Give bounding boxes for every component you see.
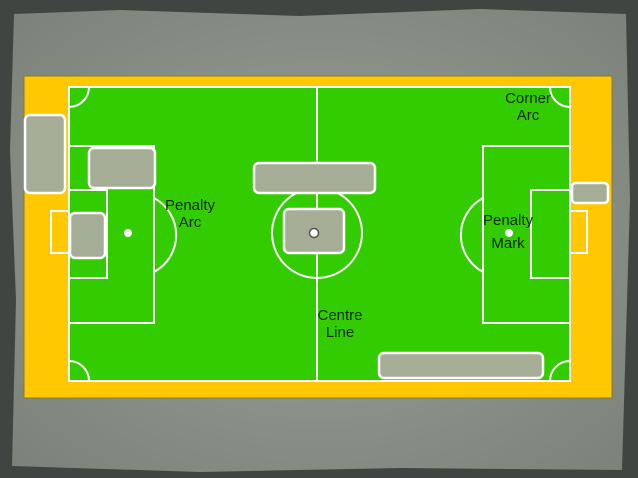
blank-label-box[interactable] [377,351,545,380]
blank-label-box[interactable] [87,146,157,190]
penalty-mark-label: Penalty [483,212,534,229]
penalty-arc-label: Penalty [165,197,216,214]
blank-label-box[interactable] [23,113,67,195]
left-penalty-arc [153,197,178,273]
right-goal [569,210,588,254]
penalty-mark-label: Mark [491,235,525,252]
centre-line-label: Line [326,324,354,341]
right-penalty-mark [505,229,513,237]
left-penalty-mark [124,229,132,237]
blank-label-box[interactable] [68,211,107,260]
blank-label-box[interactable] [570,181,610,205]
corner-arc-label: Corner [505,90,551,107]
right-penalty-arc [459,197,484,273]
penalty-arc-label: Arc [179,214,202,231]
corner-arc-br [549,360,571,382]
blank-label-boxes [23,113,610,380]
centre-spot [308,227,320,239]
corner-arc-tr [549,86,571,108]
corner-arc-label: Arc [517,107,540,124]
centre-line-label: Centre [317,307,362,324]
blank-label-box[interactable] [252,161,377,195]
corner-arc-tl [68,86,90,108]
corner-arc-bl [68,360,90,382]
